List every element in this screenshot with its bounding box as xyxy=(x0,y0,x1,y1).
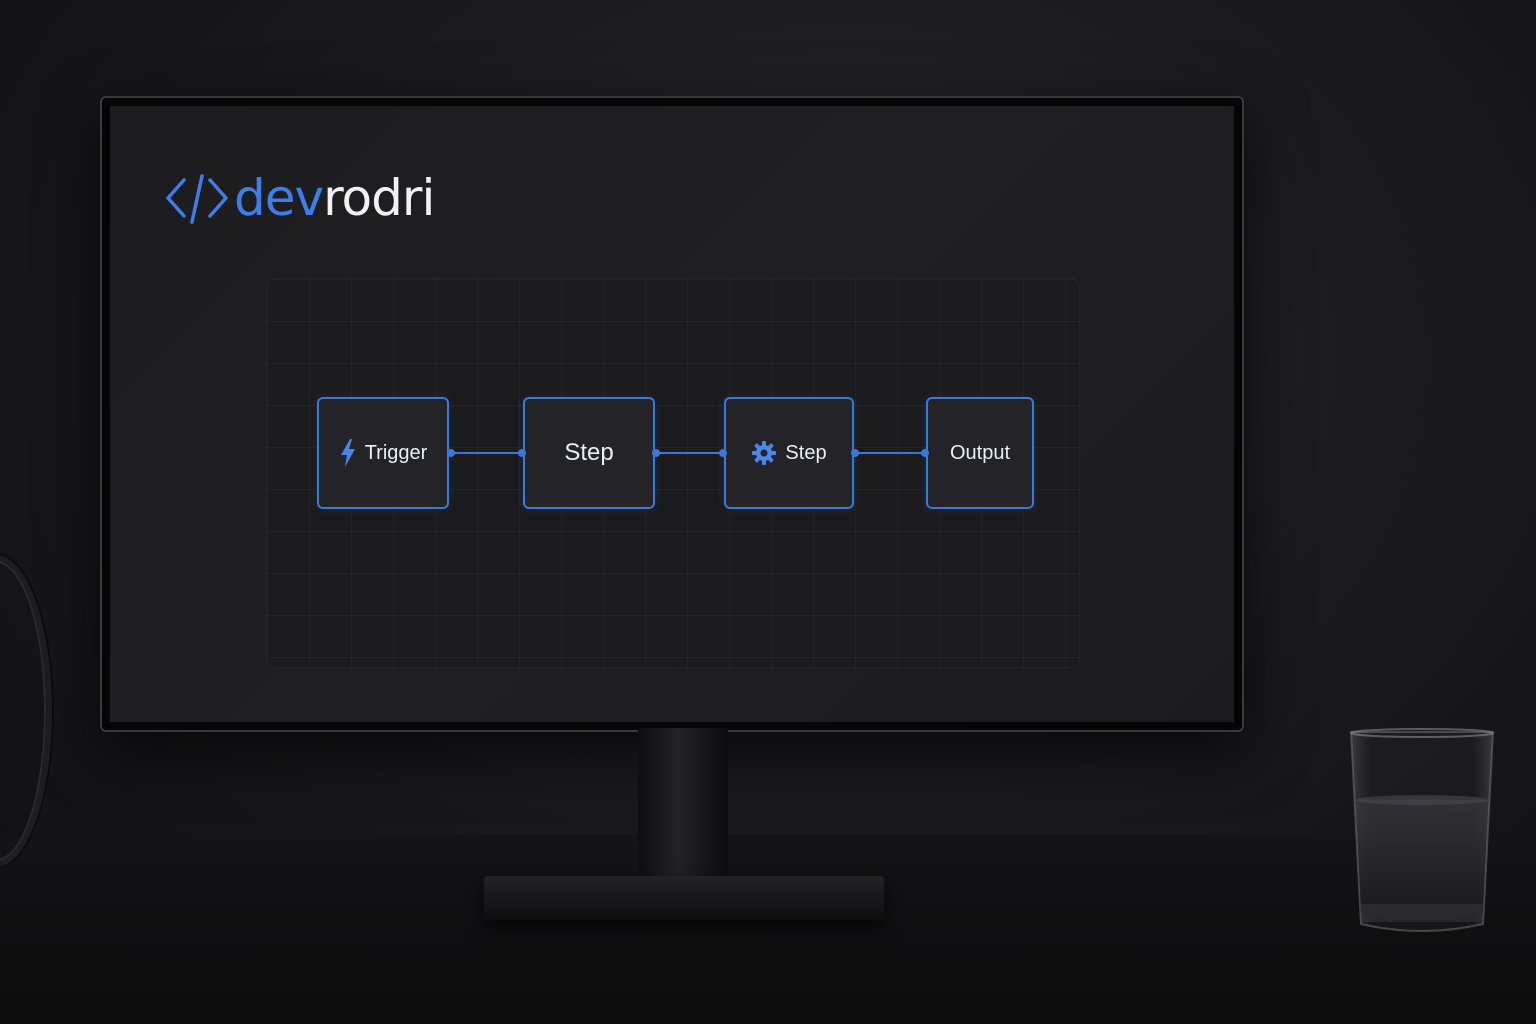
node-output[interactable]: Output xyxy=(926,397,1034,509)
node-trigger[interactable]: Trigger xyxy=(317,397,449,509)
brand-logo: devrodri xyxy=(162,166,435,230)
headphones xyxy=(0,555,52,867)
port-step2-in[interactable] xyxy=(719,449,727,457)
node-output-label: Output xyxy=(949,441,1011,464)
port-step1-out[interactable] xyxy=(652,449,660,457)
node-step-1[interactable]: Step xyxy=(523,397,655,509)
brand-name-rodri: rodri xyxy=(323,169,435,227)
node-trigger-label: Trigger xyxy=(364,441,428,464)
water-glass xyxy=(1349,728,1495,932)
port-trigger-out[interactable] xyxy=(447,449,455,457)
node-step-2[interactable]: Step xyxy=(724,397,854,509)
desk-surface xyxy=(0,834,1536,1024)
connector-step-step xyxy=(655,452,724,454)
node-step-2-label: Step xyxy=(785,441,827,464)
monitor: devrodri Trigger Step xyxy=(100,96,1244,732)
connector-step-output xyxy=(854,452,926,454)
lightning-icon xyxy=(339,438,357,468)
screen: devrodri Trigger Step xyxy=(110,106,1234,722)
port-step2-out[interactable] xyxy=(851,449,859,457)
brand-name: devrodri xyxy=(234,173,435,223)
brand-name-dev: dev xyxy=(234,169,324,227)
gear-icon xyxy=(751,440,777,466)
node-step-1-label: Step xyxy=(564,439,614,466)
code-brackets-icon xyxy=(166,174,228,224)
port-output-in[interactable] xyxy=(921,449,929,457)
workflow-canvas: Trigger Step xyxy=(266,278,1080,668)
monitor-stand-neck xyxy=(638,728,728,888)
port-step1-in[interactable] xyxy=(518,449,526,457)
monitor-stand-base xyxy=(484,876,884,920)
connector-trigger-step xyxy=(449,452,523,454)
